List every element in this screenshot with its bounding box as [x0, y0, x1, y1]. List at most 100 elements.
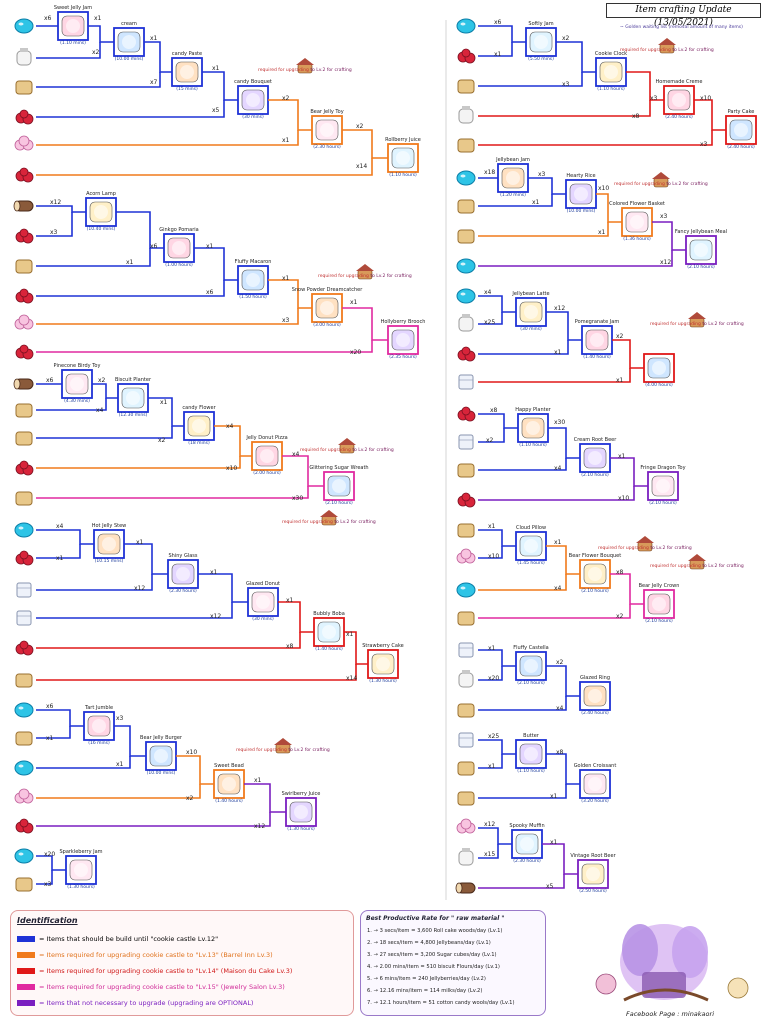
- jelly-icon: [456, 18, 476, 34]
- connector-line: [278, 601, 314, 633]
- swatch-blue: [17, 936, 35, 942]
- item-time: (2.10 hours): [581, 473, 609, 478]
- connector-line: [214, 425, 252, 457]
- quantity-label: x2: [486, 437, 494, 444]
- quantity-label: x10: [700, 95, 712, 102]
- best-rate-row: 1. → 3 secs/item = 3,600 Roll cake woods…: [367, 928, 503, 934]
- connector-line: [36, 602, 233, 619]
- connector-line: [528, 177, 566, 195]
- quantity-label: x5: [546, 883, 554, 890]
- crafting-text: to Lv.2 for crafting: [308, 68, 352, 73]
- connector-line: [478, 72, 583, 87]
- item-time: (1.10 hours): [389, 173, 417, 178]
- item-time: (4.30 mins): [64, 399, 90, 404]
- upgrade-note: required for upgrading to Lv.2 for craft…: [650, 564, 744, 569]
- upgrade-note: required for upgrading to Lv.2 for craft…: [258, 68, 352, 73]
- connector-line: [556, 41, 596, 73]
- item-node: [525, 27, 557, 57]
- quantity-label: x1: [598, 229, 606, 236]
- connector-line: [548, 427, 580, 459]
- quantity-label: x30: [554, 419, 566, 426]
- connector-line: [144, 41, 172, 73]
- item-name: Spooky Muffin: [509, 823, 545, 829]
- connector-line: [36, 205, 86, 213]
- connector-line: [36, 308, 299, 325]
- roof-icon: [636, 536, 654, 543]
- crafting-text: to Lv.2 for crafting: [700, 564, 744, 569]
- legend-text: = Items that not necessary to upgrade (u…: [39, 999, 254, 1007]
- berry-icon: [15, 818, 34, 834]
- cookie-character-icon: [727, 977, 749, 999]
- best-rate-row: 4. → 2.00 mins/item = 510 biscuit Flours…: [367, 964, 500, 970]
- connector-line: [36, 529, 94, 545]
- item-time: (3.20 hours): [581, 799, 609, 804]
- best-rate-row: 3. → 27 secs/item = 3,200 Sugar cubes/da…: [367, 952, 497, 958]
- milk-icon: [458, 314, 474, 332]
- quantity-label: x1: [160, 399, 168, 406]
- item-name: candy Bouquet: [234, 79, 272, 85]
- item-time: (1.36 hours): [623, 237, 651, 242]
- quantity-label: x1: [56, 555, 64, 562]
- item-node: [311, 115, 343, 145]
- quantity-label: x1: [488, 523, 496, 530]
- sugar-icon: [458, 642, 474, 658]
- connector-line: [478, 486, 635, 501]
- crafting-text: to Lv.2 for crafting: [648, 546, 692, 551]
- connector-line: [342, 307, 388, 341]
- sugar-icon: [16, 582, 32, 598]
- connector-line: [92, 383, 118, 399]
- quantity-label: x12: [660, 259, 672, 266]
- item-node: [725, 115, 757, 145]
- item-name: Fluffy Macaron: [234, 259, 272, 265]
- item-time: (3.00 hours): [313, 323, 341, 328]
- quantity-label: x4: [226, 423, 234, 430]
- quantity-label: x1: [286, 597, 294, 604]
- quantity-label: x1: [350, 299, 358, 306]
- connector-line: [36, 870, 53, 885]
- berry-icon: [15, 344, 34, 360]
- milk-icon: [458, 106, 474, 124]
- connector-line: [36, 100, 225, 118]
- quantity-label: x20: [44, 851, 56, 858]
- item-name: Cookie Clock: [594, 51, 628, 57]
- item-name: Bear Jelly Crown: [638, 583, 680, 589]
- quantity-label: x14: [346, 675, 358, 682]
- quantity-label: x6: [150, 243, 158, 250]
- berry-icon: [15, 288, 34, 304]
- item-name: Tart Jumble: [84, 705, 114, 711]
- item-node: [515, 651, 547, 681]
- item-time: (1.30 hours): [67, 885, 95, 890]
- quantity-label: x1: [488, 763, 496, 770]
- item-name: Fluffy Castella: [513, 645, 549, 651]
- quantity-label: x6: [206, 289, 214, 296]
- connector-line: [36, 398, 107, 411]
- item-time: (10.00 mins): [114, 57, 144, 62]
- connector-line: [478, 529, 516, 547]
- item-name: Hollyberry Brooch: [380, 319, 426, 325]
- item-name: Happy Planter: [515, 407, 551, 413]
- item-name: Softly Jam: [528, 21, 554, 27]
- flour-icon: [457, 229, 475, 244]
- item-time: (1.10 hours): [517, 769, 545, 774]
- item-node: [565, 179, 597, 209]
- flour-icon: [15, 403, 33, 418]
- swatch-purple: [17, 1000, 35, 1006]
- connector-line: [478, 340, 569, 355]
- connector-line: [478, 458, 567, 471]
- quantity-label: x6: [46, 377, 54, 384]
- connector-line: [36, 664, 357, 681]
- legend-text: = Items that should be build until "cook…: [39, 935, 219, 943]
- item-node: [113, 27, 145, 57]
- best-rate-row: 2. → 18 secs/item = 4,800 Jellybeans/day…: [367, 940, 491, 946]
- connector-line: [546, 311, 582, 341]
- quantity-label: x5: [212, 107, 220, 114]
- roof-icon: [338, 438, 356, 445]
- item-node: [85, 197, 117, 227]
- berry-icon: [15, 460, 34, 476]
- item-name: Glazed Donut: [246, 581, 280, 587]
- required-text: required for upgrading: [620, 48, 671, 53]
- item-node: [595, 57, 627, 87]
- item-time: (2.10 hours): [581, 589, 609, 594]
- connector-line: [36, 72, 161, 88]
- quantity-label: x12: [254, 823, 266, 830]
